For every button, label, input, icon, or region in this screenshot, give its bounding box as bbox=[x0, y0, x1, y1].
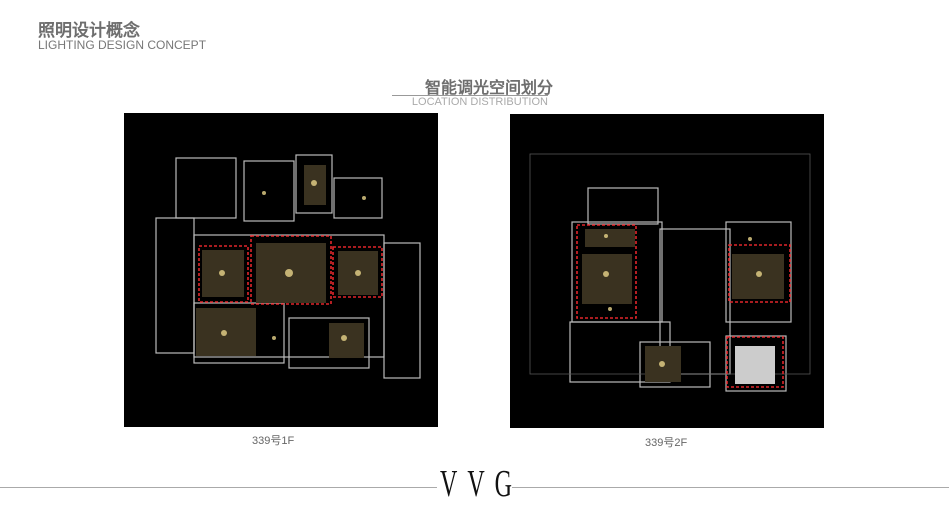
section-title: 智能调光空间划分 bbox=[424, 80, 553, 97]
section-divider bbox=[392, 95, 548, 96]
plan-caption-2f: 339号2F bbox=[645, 437, 688, 449]
floor-plan-2f bbox=[510, 114, 824, 428]
section-subtitle: LOCATION DISTRIBUTION bbox=[411, 96, 548, 108]
vvg-logo: VVG bbox=[440, 464, 522, 506]
footer-line-right bbox=[512, 487, 949, 488]
footer-line-left bbox=[0, 487, 437, 488]
page-subtitle: LIGHTING DESIGN CONCEPT bbox=[38, 38, 207, 52]
floor-plan-1f bbox=[124, 113, 438, 427]
plan-caption-1f: 339号1F bbox=[252, 435, 295, 447]
page-title: 照明设计概念 bbox=[38, 21, 140, 40]
